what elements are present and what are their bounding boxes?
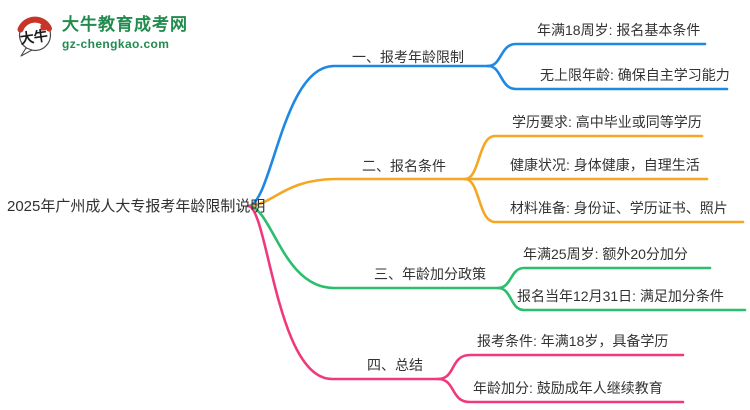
branch-2-child-3-line bbox=[463, 177, 745, 224]
branch-3-child-2-line bbox=[496, 286, 747, 312]
site-domain: gz-chengkao.com bbox=[62, 37, 170, 51]
branch-4-child-1-line bbox=[436, 353, 685, 381]
branch-1-label[interactable]: 一、报考年龄限制 bbox=[352, 49, 464, 65]
branch-3-main-line bbox=[246, 204, 500, 290]
branch-1-child-2-line bbox=[486, 64, 729, 91]
branch-4-child-1[interactable]: 报考条件: 年满18岁，具备学历 bbox=[477, 333, 669, 349]
site-logo[interactable]: 大牛 大牛教育成考网 gz-chengkao.com bbox=[14, 12, 188, 58]
daniu-speech-bubble-icon: 大牛 bbox=[17, 16, 52, 57]
branch-2-child-2[interactable]: 健康状况: 身体健康，自理生活 bbox=[510, 157, 700, 173]
branch-1-child-1-line bbox=[486, 42, 707, 68]
branch-3-child-1[interactable]: 年满25周岁: 额外20分加分 bbox=[523, 246, 688, 262]
branch-4-main-line bbox=[246, 204, 440, 381]
branch-4-label[interactable]: 四、总结 bbox=[367, 357, 423, 373]
branch-3-child-2[interactable]: 报名当年12月31日: 满足加分条件 bbox=[517, 288, 724, 304]
branch-2-main-line bbox=[246, 177, 467, 208]
branch-2-child-3[interactable]: 材料准备: 身份证、学历证书、照片 bbox=[510, 200, 728, 216]
branch-4-child-2-line bbox=[436, 377, 685, 404]
branch-4-child-2[interactable]: 年龄加分: 鼓励成年人继续教育 bbox=[473, 380, 663, 396]
root-topic[interactable]: 2025年广州成人大专报考年龄限制说明 bbox=[7, 198, 266, 215]
branch-2-label[interactable]: 二、报名条件 bbox=[362, 158, 446, 174]
branch-2-child-1-line bbox=[463, 134, 704, 181]
logo-red-hat bbox=[17, 16, 52, 33]
branch-3-child-1-line bbox=[496, 266, 712, 290]
logo-seal-stamp bbox=[40, 24, 46, 31]
branch-2-child-1[interactable]: 学历要求: 高中毕业或同等学历 bbox=[512, 114, 702, 130]
branch-1-child-2[interactable]: 无上限年龄: 确保自主学习能力 bbox=[540, 67, 730, 83]
site-name: 大牛教育成考网 bbox=[62, 15, 188, 34]
logo-characters: 大牛 bbox=[19, 27, 49, 47]
branch-1-main-line bbox=[246, 64, 490, 208]
branch-3-label[interactable]: 三、年龄加分政策 bbox=[374, 266, 486, 282]
branch-1-child-1[interactable]: 年满18周岁: 报名基本条件 bbox=[537, 22, 701, 38]
